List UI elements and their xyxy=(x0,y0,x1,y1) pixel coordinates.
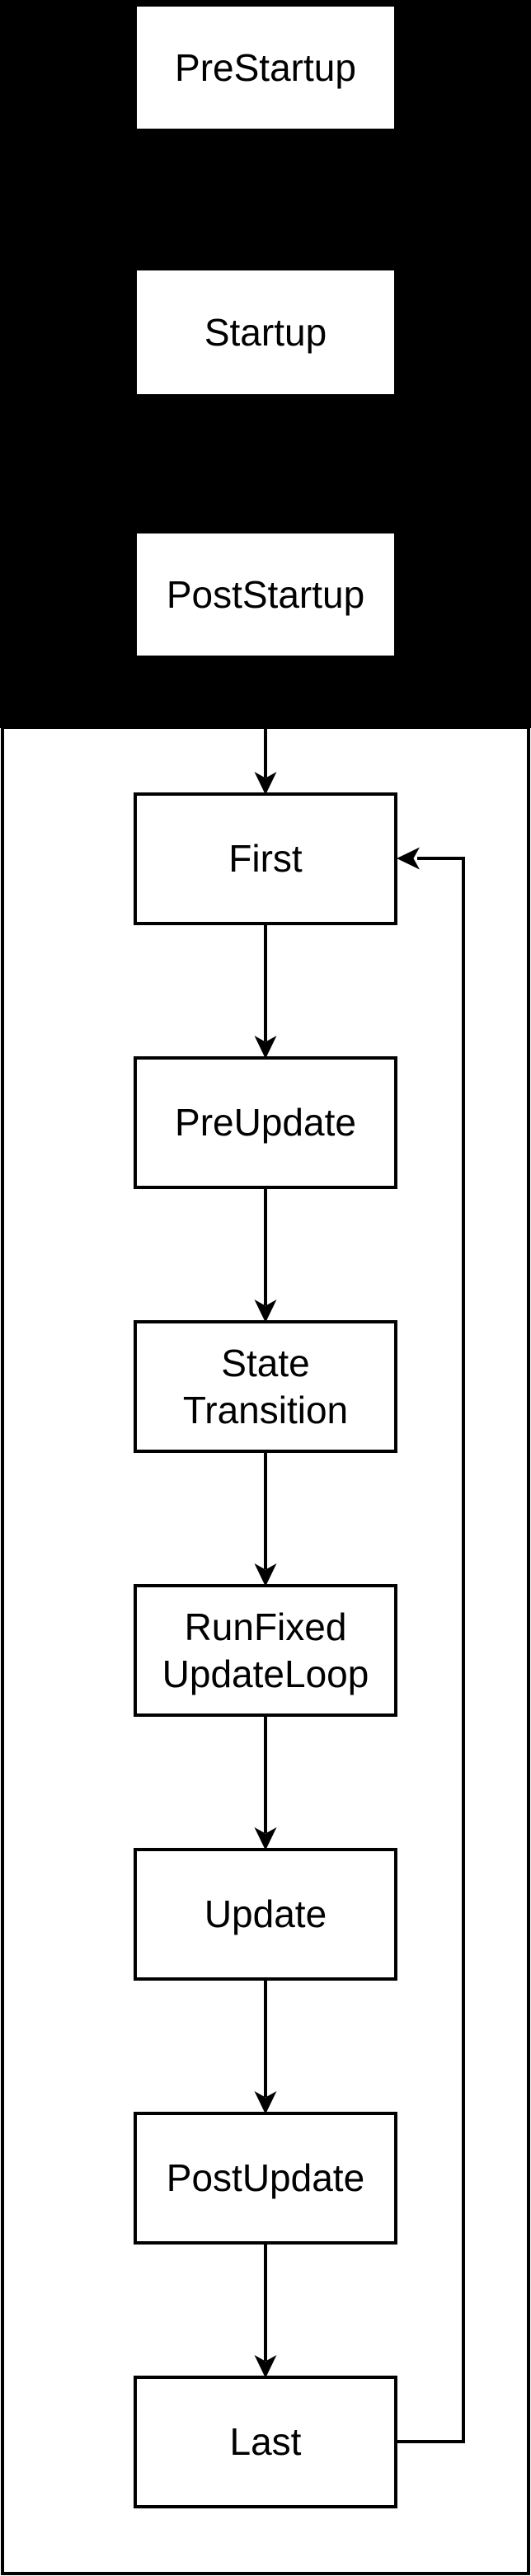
node-label: PreStartup xyxy=(175,45,356,89)
edge-pre-update-to-state-transition-arrowhead-icon xyxy=(253,1299,278,1323)
node-label: Startup xyxy=(204,310,327,354)
edge-post-update-to-last-arrowhead-icon xyxy=(253,2354,278,2379)
node-label: UpdateLoop xyxy=(162,1652,369,1695)
edge-post-startup-to-first-segment xyxy=(264,659,267,778)
edge-run-fixed-update-loop-to-update-segment xyxy=(264,1717,267,1833)
node-post-startup: PostStartup xyxy=(134,530,397,659)
node-label: Transition xyxy=(182,1388,349,1431)
edge-state-transition-to-run-fixed-update-loop-arrowhead-icon xyxy=(253,1563,278,1587)
node-label: PostUpdate xyxy=(166,2156,365,2199)
node-pre-startup: PreStartup xyxy=(134,3,397,132)
edge-post-update-to-last-segment xyxy=(264,2245,267,2361)
node-pre-update: PreUpdate xyxy=(134,1056,397,1189)
edge-last-to-first-arrowhead-icon xyxy=(396,846,421,871)
edge-last-to-first-vertical-segment xyxy=(462,857,465,2443)
edge-post-startup-to-first-arrowhead-icon xyxy=(253,771,278,796)
node-label: State xyxy=(221,1341,310,1384)
edge-startup-to-post-startup-arrowhead-icon xyxy=(253,509,278,534)
node-startup: Startup xyxy=(134,267,397,397)
node-post-update: PostUpdate xyxy=(134,2112,397,2245)
node-label: Update xyxy=(204,1892,327,1935)
edge-pre-startup-to-startup-arrowhead-icon xyxy=(253,246,278,270)
node-label: PreUpdate xyxy=(175,1101,356,1144)
node-update: Update xyxy=(134,1848,397,1981)
edge-pre-update-to-state-transition-segment xyxy=(264,1189,267,1305)
edge-first-to-pre-update-segment xyxy=(264,925,267,1041)
node-label: PostStartup xyxy=(166,572,365,616)
edge-state-transition-to-run-fixed-update-loop-segment xyxy=(264,1453,267,1569)
edge-last-to-first-top-segment xyxy=(417,857,465,860)
node-label: First xyxy=(228,837,303,880)
node-first: First xyxy=(134,792,397,925)
edge-first-to-pre-update-arrowhead-icon xyxy=(253,1035,278,1060)
edge-run-fixed-update-loop-to-update-arrowhead-icon xyxy=(253,1826,278,1851)
edge-startup-to-post-startup-segment xyxy=(264,397,267,515)
edge-last-to-first-bottom-segment xyxy=(396,2440,465,2443)
edge-pre-startup-to-startup-segment xyxy=(264,132,267,252)
node-last: Last xyxy=(134,2376,397,2508)
node-label: Last xyxy=(229,2420,302,2463)
node-label: RunFixed xyxy=(184,1605,347,1648)
edge-update-to-post-update-segment xyxy=(264,1981,267,2097)
edge-update-to-post-update-arrowhead-icon xyxy=(253,2090,278,2115)
